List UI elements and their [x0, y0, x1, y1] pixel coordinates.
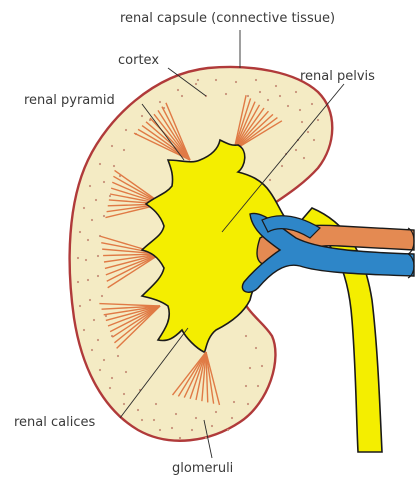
- cortex-dot: [123, 393, 125, 395]
- cortex-dot: [179, 437, 181, 439]
- cortex-dot: [159, 429, 161, 431]
- cortex-dot: [227, 429, 229, 431]
- cortex-dot: [245, 335, 247, 337]
- cortex-dot: [137, 409, 139, 411]
- cortex-dot: [91, 349, 93, 351]
- cortex-dot: [111, 377, 113, 379]
- cortex-dot: [155, 403, 157, 405]
- cortex-dot: [99, 369, 101, 371]
- cortex-dot: [299, 109, 301, 111]
- cortex-dot: [211, 425, 213, 427]
- cortex-dot: [255, 79, 257, 81]
- cortex-dot: [113, 165, 115, 167]
- cortex-dot: [117, 355, 119, 357]
- cortex-dot: [79, 231, 81, 233]
- cortex-dot: [313, 139, 315, 141]
- cortex-dot: [87, 279, 89, 281]
- cortex-dot: [235, 81, 237, 83]
- cortex-dot: [97, 255, 99, 257]
- cortex-dot: [85, 259, 87, 261]
- cortex-dot: [215, 411, 217, 413]
- cortex-dot: [257, 385, 259, 387]
- cortex-dot: [195, 417, 197, 419]
- cortex-dot: [111, 145, 113, 147]
- cortex-dot: [125, 371, 127, 373]
- cortex-dot: [79, 305, 81, 307]
- cortex-dot: [287, 105, 289, 107]
- cortex-dot: [77, 281, 79, 283]
- cortex-dot: [103, 215, 105, 217]
- cortex-dot: [197, 79, 199, 81]
- cortex-dot: [101, 295, 103, 297]
- cortex-dot: [181, 95, 183, 97]
- cortex-dot: [215, 79, 217, 81]
- cortex-dot: [89, 299, 91, 301]
- cortex-dot: [307, 131, 309, 133]
- label-renal-pyramid: renal pyramid: [24, 93, 115, 108]
- cortex-dot: [233, 401, 235, 403]
- cortex-dot: [231, 417, 233, 419]
- cortex-dot: [259, 91, 261, 93]
- cortex-dot: [205, 437, 207, 439]
- cortex-dot: [109, 195, 111, 197]
- cortex-dot: [123, 149, 125, 151]
- cortex-dot: [317, 119, 319, 121]
- cortex-dot: [191, 429, 193, 431]
- cortex-dot: [109, 387, 111, 389]
- cortex-dot: [175, 413, 177, 415]
- cortex-dot: [159, 101, 161, 103]
- cortex-dot: [89, 185, 91, 187]
- label-renal-capsule: renal capsule (connective tissue): [120, 11, 335, 26]
- cortex-dot: [245, 385, 247, 387]
- cortex-dot: [279, 95, 281, 97]
- cortex-dot: [177, 89, 179, 91]
- cortex-dot: [311, 103, 313, 105]
- cortex-dot: [171, 427, 173, 429]
- cortex-dot: [153, 419, 155, 421]
- cortex-dot: [91, 219, 93, 221]
- cortex-dot: [247, 95, 249, 97]
- cortex-dot: [83, 207, 85, 209]
- cortex-dot: [97, 339, 99, 341]
- cortex-dot: [93, 319, 95, 321]
- cortex-dot: [95, 199, 97, 201]
- label-renal-pelvis: renal pelvis: [300, 69, 375, 84]
- cortex-dot: [103, 359, 105, 361]
- label-cortex: cortex: [118, 53, 159, 68]
- cortex-dot: [275, 85, 277, 87]
- cortex-dot: [301, 121, 303, 123]
- cortex-dot: [303, 157, 305, 159]
- cortex-dot: [269, 179, 271, 181]
- cortex-dot: [99, 163, 101, 165]
- cortex-dot: [141, 115, 143, 117]
- cortex-dot: [247, 403, 249, 405]
- cortex-dot: [261, 365, 263, 367]
- cortex-dot: [125, 129, 127, 131]
- cortex-dot: [267, 99, 269, 101]
- cortex-dot: [249, 367, 251, 369]
- cortex-dot: [123, 403, 125, 405]
- label-glomeruli: glomeruli: [172, 461, 233, 476]
- cortex-dot: [83, 329, 85, 331]
- cortex-dot: [103, 181, 105, 183]
- cortex-dot: [281, 165, 283, 167]
- cortex-dot: [225, 93, 227, 95]
- cortex-dot: [255, 347, 257, 349]
- cortex-dot: [141, 419, 143, 421]
- cortex-dot: [87, 239, 89, 241]
- cortex-dot: [97, 275, 99, 277]
- cortex-dot: [295, 91, 297, 93]
- cortex-dot: [77, 257, 79, 259]
- cortex-dot: [195, 83, 197, 85]
- cortex-dot: [295, 149, 297, 151]
- label-renal-calices: renal calices: [14, 415, 95, 430]
